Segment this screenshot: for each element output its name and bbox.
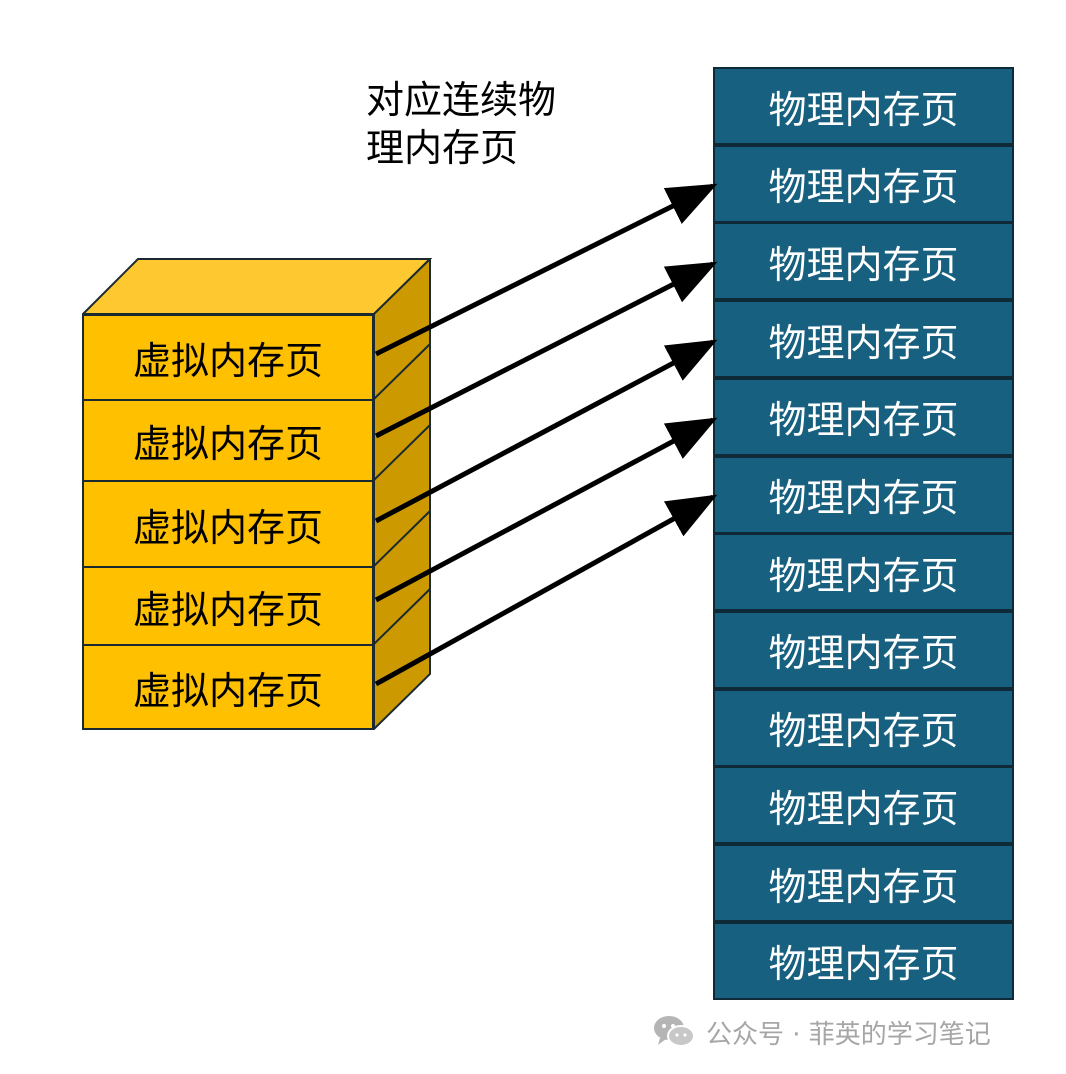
physical-page-4: 物理内存页 [713,300,1014,379]
virtual-page-3: 虚拟内存页 [82,480,374,568]
stack-top-face [82,258,432,315]
physical-page-7: 物理内存页 [713,533,1014,612]
virtual-memory-stack: 虚拟内存页虚拟内存页虚拟内存页虚拟内存页虚拟内存页 [82,258,432,730]
caption-line-2: 理内存页 [366,126,519,170]
virtual-page-5: 虚拟内存页 [82,644,374,730]
virtual-page-1: 虚拟内存页 [82,314,374,401]
physical-page-5: 物理内存页 [713,377,1014,456]
physical-page-9: 物理内存页 [713,688,1014,767]
physical-memory-column: 物理内存页物理内存页物理内存页物理内存页物理内存页物理内存页物理内存页物理内存页… [713,67,1014,1001]
virtual-page-4: 虚拟内存页 [82,566,374,646]
virtual-page-2: 虚拟内存页 [82,399,374,482]
physical-page-10: 物理内存页 [713,766,1014,845]
physical-page-2: 物理内存页 [713,144,1014,223]
watermark-text: 公众号 · 菲英的学习笔记 [706,1019,991,1050]
physical-page-11: 物理内存页 [713,844,1014,922]
physical-page-3: 物理内存页 [713,222,1014,301]
caption-line-1: 对应连续物 [366,78,557,122]
wechat-icon [654,1016,695,1047]
mapping-caption: 对应连续物 理内存页 [366,76,606,172]
watermark: 公众号 · 菲英的学习笔记 [652,1010,991,1054]
physical-page-6: 物理内存页 [713,455,1014,534]
stack-side-face [373,258,431,730]
physical-page-8: 物理内存页 [713,610,1014,689]
physical-page-1: 物理内存页 [713,67,1014,145]
physical-page-12: 物理内存页 [713,921,1014,1000]
